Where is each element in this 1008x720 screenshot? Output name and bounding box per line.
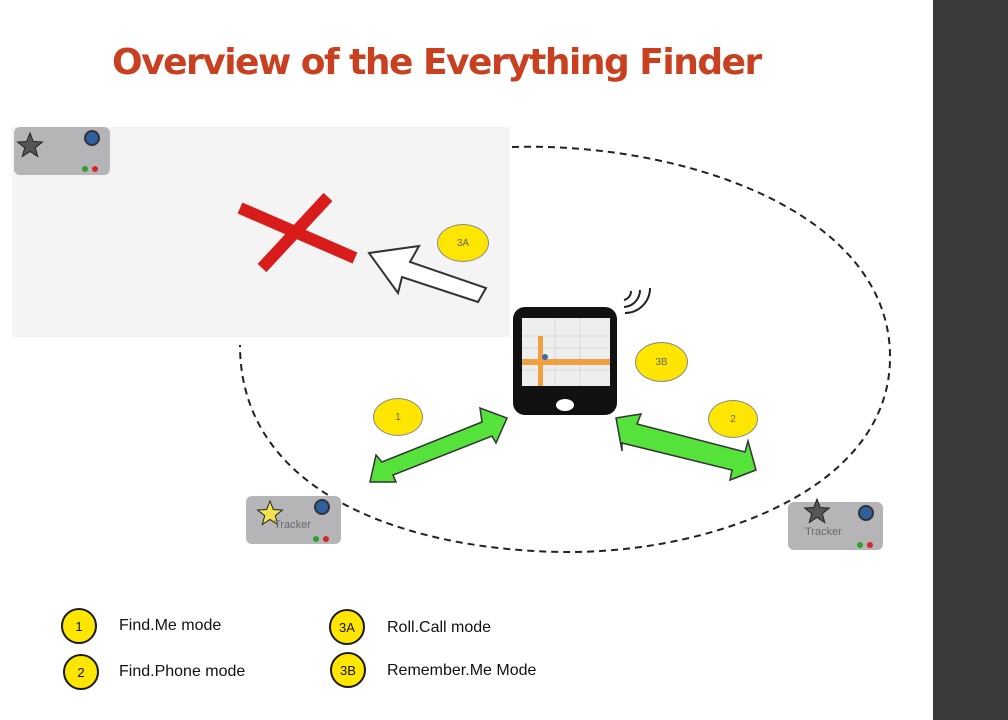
rollcall-arrow (367, 244, 488, 304)
legend-badge-3a: 3A (329, 609, 365, 645)
legend-label-rememberme: Remember.Me Mode (387, 662, 537, 679)
status-led-icon (313, 536, 319, 542)
badge-3b: 3B (635, 342, 688, 382)
star-icon (16, 131, 44, 158)
tracker-right-label: Tracker (805, 526, 842, 538)
slide-sidebar (933, 0, 1008, 720)
findme-arrow (369, 406, 509, 483)
status-led-icon (92, 166, 98, 172)
smartphone-icon (513, 307, 617, 415)
star-icon (256, 499, 284, 526)
wifi-signal-icon (623, 287, 651, 314)
blue-button-icon (858, 505, 874, 521)
badge-3a: 3A (437, 224, 489, 262)
tracker-right (788, 497, 883, 550)
legend-badge-2: 2 (63, 654, 99, 690)
blue-button-icon (84, 130, 100, 146)
lost-tracker (14, 127, 110, 175)
findphone-arrow (615, 413, 757, 482)
tracker-left-label: Tracker (274, 519, 311, 531)
status-led-icon (323, 536, 329, 542)
diagram (12, 127, 892, 554)
legend-badge-1: 1 (61, 608, 97, 644)
status-led-icon (82, 166, 88, 172)
status-led-icon (857, 542, 863, 548)
badge-2: 2 (708, 400, 758, 438)
tracker-left (246, 496, 341, 544)
slide-title: Overview of the Everything Finder (112, 42, 762, 83)
legend-label-findme: Find.Me mode (119, 617, 222, 634)
blue-button-icon (314, 499, 330, 515)
red-cross-icon (237, 192, 358, 273)
legend-badge-3b: 3B (330, 652, 366, 688)
badge-1: 1 (373, 398, 423, 436)
legend-label-findphone: Find.Phone mode (119, 663, 246, 680)
legend-label-rollcall: Roll.Call mode (387, 619, 492, 636)
star-icon (803, 497, 831, 524)
status-led-icon (867, 542, 873, 548)
